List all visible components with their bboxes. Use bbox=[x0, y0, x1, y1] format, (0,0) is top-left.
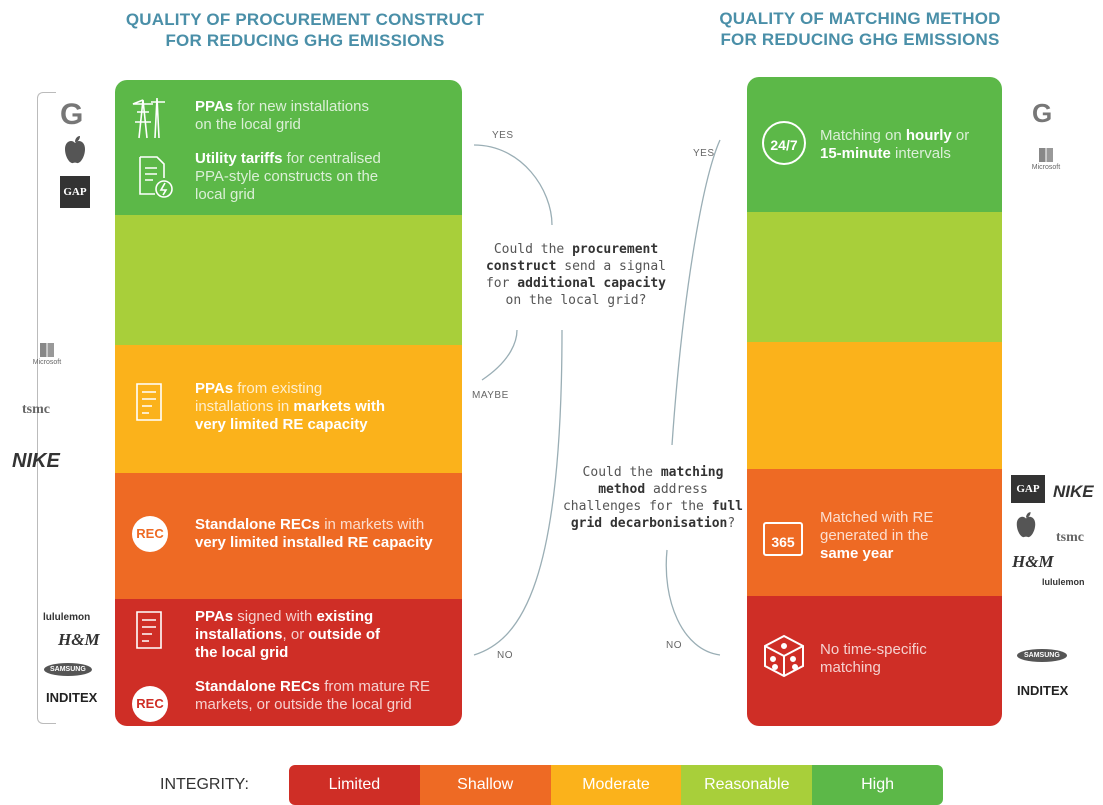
label-no-left: NO bbox=[497, 650, 513, 661]
band-moderate bbox=[747, 342, 1002, 469]
gap-logo: GAP bbox=[60, 176, 90, 208]
question-procurement: Could the procurement construct send a s… bbox=[485, 242, 667, 308]
contract-scroll-icon bbox=[136, 611, 162, 649]
item-ppa-signed: PPAs signed with existing installations,… bbox=[195, 608, 381, 661]
google-logo-right: G bbox=[1032, 98, 1053, 128]
hm-logo-right: H&M bbox=[1012, 552, 1054, 571]
samsung-logo-right: SAMSUNG bbox=[1017, 649, 1067, 662]
item-no-time-specific: No time-specific matching bbox=[820, 641, 927, 676]
gap-logo-right: GAP bbox=[1011, 475, 1045, 503]
legend-limited: Limited bbox=[289, 765, 420, 805]
left-title-line1: QUALITY OF PROCUREMENT CONSTRUCT bbox=[125, 10, 485, 29]
band-shallow bbox=[115, 473, 462, 599]
inditex-logo-right: INDITEX bbox=[1017, 683, 1069, 698]
apple-logo bbox=[65, 136, 85, 164]
nike-logo-right: NIKE bbox=[1053, 482, 1094, 501]
label-yes-right: YES bbox=[693, 148, 715, 159]
left-title-line2: FOR REDUCING GHG EMISSIONS bbox=[165, 31, 445, 50]
right-title: QUALITY OF MATCHING METHOD FOR REDUCING … bbox=[660, 8, 1060, 50]
lululemon-logo-right: lululemon bbox=[1042, 577, 1085, 587]
procurement-column: PPAs for new installations on the local … bbox=[115, 80, 462, 726]
calendar-365-icon: 365 bbox=[763, 522, 803, 556]
band-moderate bbox=[115, 345, 462, 473]
label-yes-left: YES bbox=[492, 130, 514, 141]
apple-logo-right bbox=[1016, 512, 1036, 538]
right-title-line1: QUALITY OF MATCHING METHOD bbox=[719, 9, 1001, 28]
dice-icon bbox=[764, 634, 804, 678]
legend-high: High bbox=[812, 765, 943, 805]
samsung-logo-left: SAMSUNG bbox=[44, 663, 92, 676]
nike-logo-left: NIKE bbox=[12, 450, 60, 472]
band-high bbox=[115, 80, 462, 215]
contract-scroll-icon bbox=[136, 383, 162, 421]
matching-column: 24/7 Matching on hourly or 15-minute int… bbox=[747, 77, 1002, 726]
integrity-legend: Limited Shallow Moderate Reasonable High bbox=[289, 765, 943, 805]
connector-lines bbox=[473, 139, 721, 656]
lululemon-logo-left: lululemon bbox=[43, 612, 91, 623]
band-limited bbox=[747, 596, 1002, 726]
google-logo: G bbox=[60, 98, 84, 131]
legend-shallow: Shallow bbox=[419, 765, 551, 805]
rec-badge-limited: REC bbox=[132, 686, 168, 722]
clock-24-7-icon: 24/7 bbox=[762, 121, 806, 165]
right-title-line2: FOR REDUCING GHG EMISSIONS bbox=[720, 30, 1000, 49]
label-maybe: MAYBE bbox=[472, 390, 509, 401]
legend-reasonable: Reasonable bbox=[681, 765, 813, 805]
tsmc-logo-left: tsmc bbox=[22, 402, 50, 417]
item-rec-limited: Standalone RECs in markets with very lim… bbox=[195, 516, 433, 551]
document-bolt-icon bbox=[139, 156, 173, 198]
tsmc-logo-right: tsmc bbox=[1056, 530, 1084, 545]
item-ppa-new: PPAs for new installations on the local … bbox=[195, 98, 369, 133]
band-reasonable bbox=[115, 215, 462, 345]
question-matching: Could the matching method address challe… bbox=[562, 465, 744, 531]
label-no-right: NO bbox=[666, 640, 682, 651]
band-limited bbox=[115, 599, 462, 726]
left-title: QUALITY OF PROCUREMENT CONSTRUCT FOR RED… bbox=[85, 9, 525, 51]
inditex-logo-left: INDITEX bbox=[46, 690, 98, 705]
band-reasonable bbox=[747, 212, 1002, 342]
microsoft-logo-right: Microsoft bbox=[1023, 148, 1069, 171]
band-shallow bbox=[747, 469, 1002, 596]
microsoft-logo-left: Microsoft bbox=[28, 343, 66, 366]
item-same-year: Matched with RE generated in the same ye… bbox=[820, 509, 934, 562]
transmission-tower-icon bbox=[132, 97, 165, 139]
left-bracket bbox=[37, 92, 56, 724]
rec-badge-shallow: REC bbox=[132, 516, 168, 552]
item-rec-mature: Standalone RECs from mature RE markets, … bbox=[195, 678, 431, 713]
item-utility-tariffs: Utility tariffs for centralised PPA-styl… bbox=[195, 150, 381, 203]
hm-logo-left: H&M bbox=[58, 630, 100, 649]
integrity-label: INTEGRITY: bbox=[160, 776, 249, 793]
item-hourly: Matching on hourly or 15-minute interval… bbox=[820, 127, 970, 162]
legend-moderate: Moderate bbox=[550, 765, 682, 805]
item-ppa-existing: PPAs from existing installations in mark… bbox=[195, 380, 386, 433]
